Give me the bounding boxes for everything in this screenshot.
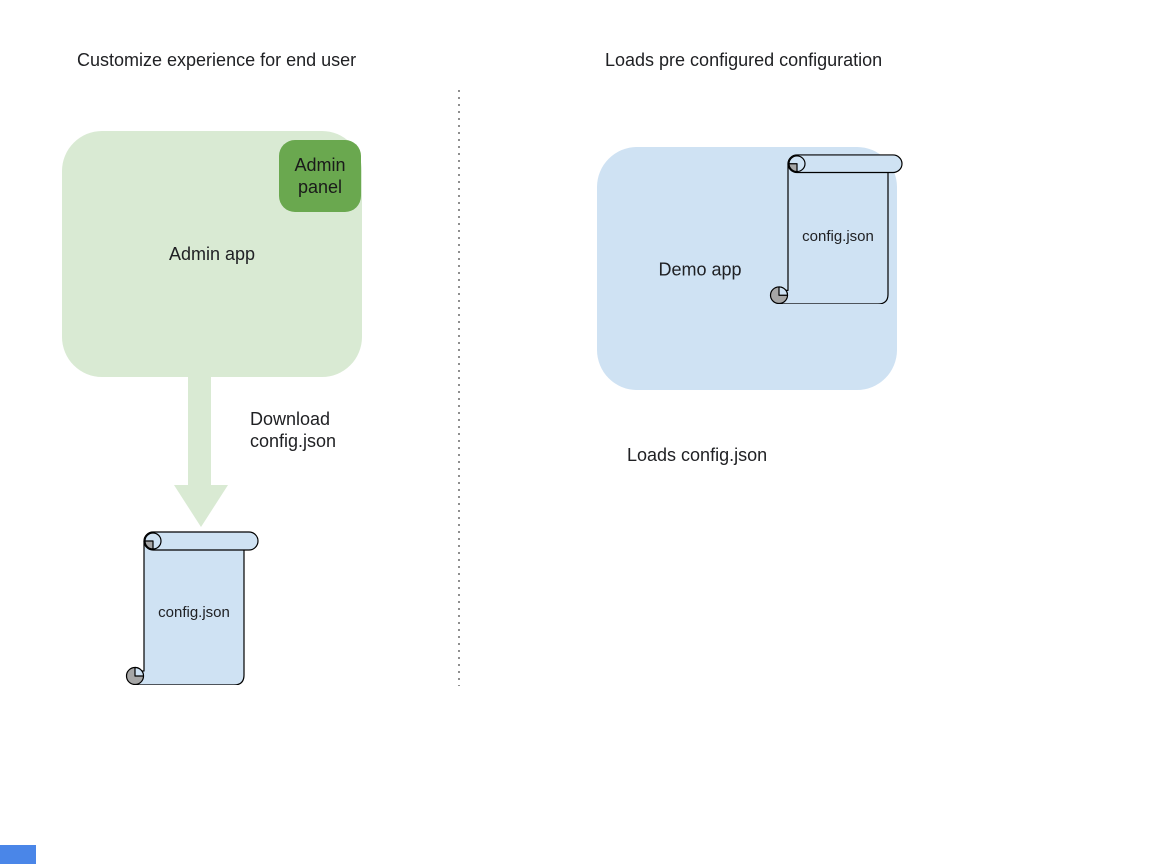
admin-panel-box: Admin panel [279,140,361,212]
admin-panel-label: Admin panel [294,155,346,197]
right-section-title: Loads pre configured configuration [605,50,883,70]
download-label-line2: config.json [250,431,337,451]
loads-config-caption: Loads config.json [627,445,768,465]
admin-app-label: Admin app [168,243,256,264]
download-label: Download config.json [250,408,336,452]
corner-blue-square [0,845,36,864]
download-arrow-icon [174,377,228,527]
dotted-divider [458,90,460,686]
left-section-title: Customize experience for end user [77,50,357,70]
download-label-line1: Download [250,409,331,429]
demo-app-label: Demo app [658,259,742,280]
config-scroll-label-left: config.json [158,604,230,621]
config-scroll-label-right: config.json [802,228,874,245]
